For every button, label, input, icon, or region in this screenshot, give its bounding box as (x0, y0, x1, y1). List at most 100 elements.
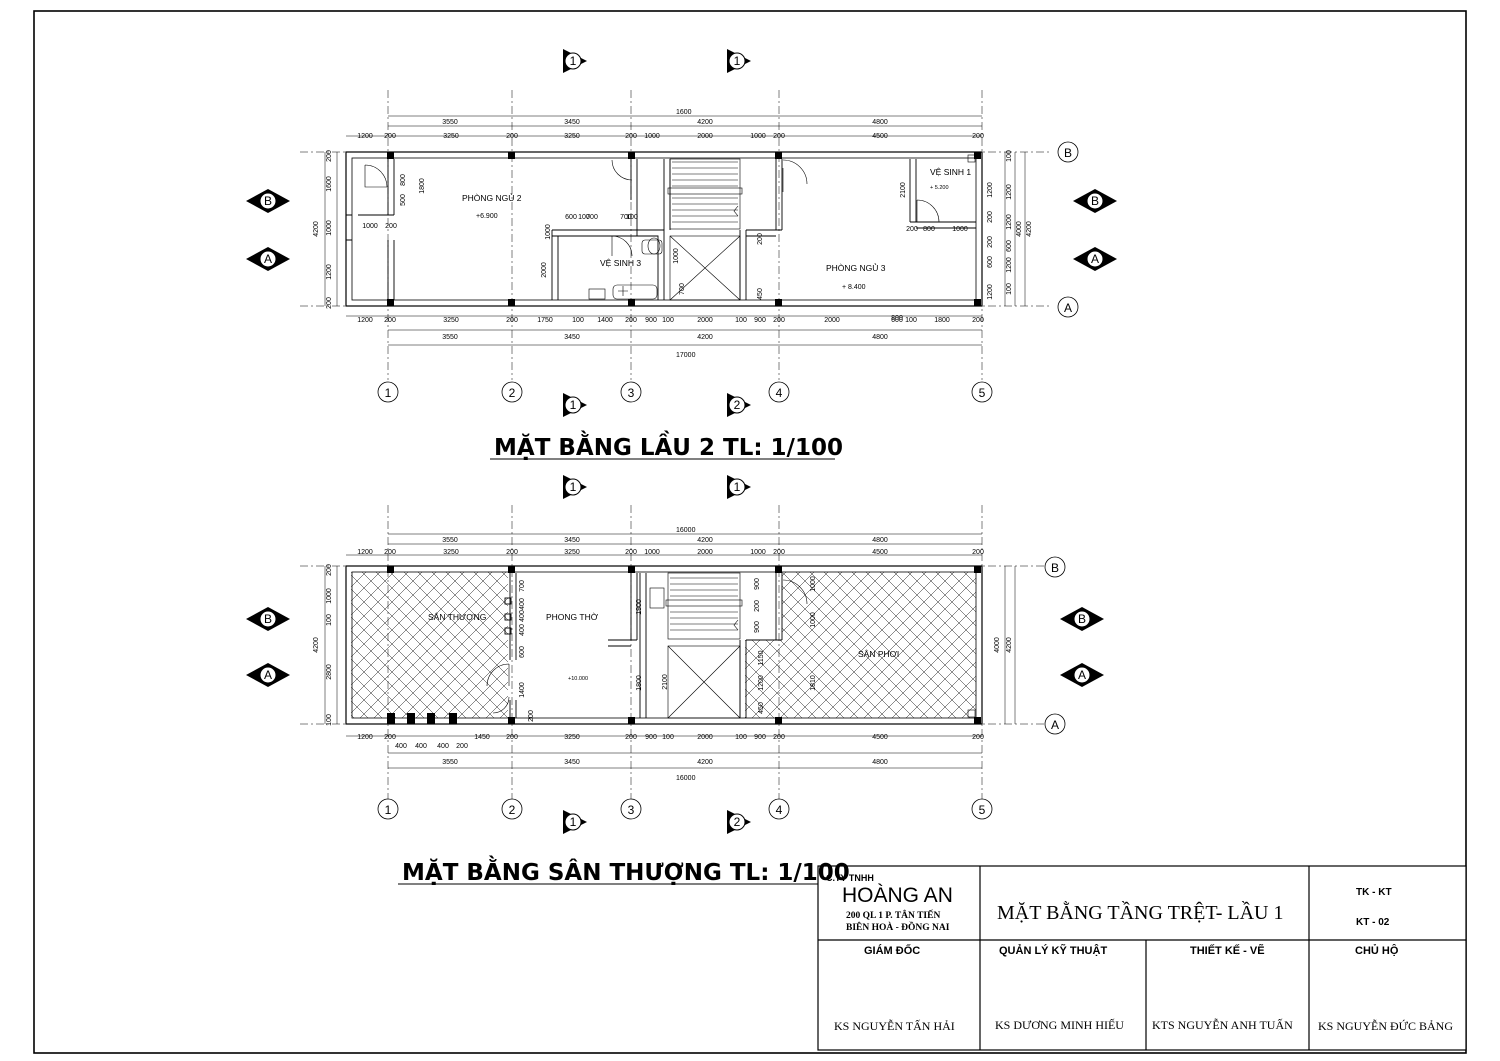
floor-level: +6.900 (476, 213, 498, 220)
structural-columns (387, 152, 981, 306)
dimension-value: 700 (519, 580, 526, 592)
dimension-value: 100 (326, 614, 333, 626)
dimension-value: 900 (645, 734, 657, 741)
dimension-value: 4200 (697, 119, 713, 126)
dimension-value: 200 (326, 297, 333, 309)
dimension-value: 200 (972, 549, 984, 556)
axis-bubble-row-B (1044, 556, 1066, 578)
dimension-value: 3450 (564, 334, 580, 341)
axis-bubble-col-5-label: 5 (979, 803, 986, 817)
dimension-value: 800 (923, 226, 935, 233)
section-marker-label: A (264, 252, 272, 266)
dimension-value: 4200 (313, 637, 320, 653)
dimension-value: 100 (626, 214, 638, 221)
dimension-value: 600 (519, 646, 526, 658)
dimension-value: 1400 (519, 682, 526, 698)
section-marker-circle (564, 396, 582, 414)
dimension-value: 800 (400, 174, 407, 186)
dimension-value: 4200 (1006, 637, 1013, 653)
room-label: SÂN THƯỢNG (428, 612, 486, 622)
axis-bubble-col-1 (377, 381, 399, 403)
floor-level: + 5.200 (930, 185, 949, 191)
section-marker-label: B (264, 194, 272, 208)
axis-bubble-col-5 (971, 381, 993, 403)
room-label: VỆ SINH 3 (600, 258, 641, 268)
section-marker-circle (1086, 250, 1104, 268)
section-marker-label: A (1091, 252, 1099, 266)
dimension-value: 200 (773, 317, 785, 324)
axis-bubble-col-2-label: 2 (509, 803, 516, 817)
dimension-value: 200 (773, 734, 785, 741)
dimension-value: 900 (754, 621, 761, 633)
dimension-value: 2000 (697, 549, 713, 556)
dimension-value: 2800 (326, 664, 333, 680)
section-marker-circle (564, 813, 582, 831)
company-address-1: 200 QL 1 P. TÂN TIẾN (846, 908, 940, 921)
dimension-value: 200 (773, 133, 785, 140)
dimension-value: 4800 (872, 759, 888, 766)
dimension-value: 1000 (750, 549, 766, 556)
section-marker-circle (259, 666, 277, 684)
floor-level: + 8.400 (842, 284, 866, 291)
dimension-value: 100 (905, 317, 917, 324)
dimension-value: 1200 (357, 317, 373, 324)
section-marker-circle (259, 610, 277, 628)
dimension-value: 200 (625, 133, 637, 140)
dimension-value: 1000 (644, 133, 660, 140)
dimension-value: 200 (625, 317, 637, 324)
dimension-value: 200 (506, 317, 518, 324)
name-thiet-ke: KTS NGUYỄN ANH TUẤN (1152, 1017, 1293, 1032)
dimension-value: 3550 (442, 334, 458, 341)
dimension-value: 400 (437, 743, 449, 750)
section-marker-circle (728, 52, 746, 70)
dimension-value: 600 (987, 256, 994, 268)
overall-dimension: 16000 (676, 527, 696, 534)
axis-bubble-col-5-label: 5 (979, 386, 986, 400)
hatch-san-phoi (782, 572, 976, 718)
dimension-value: 200 (972, 734, 984, 741)
dimension-value: 4800 (872, 537, 888, 544)
dimension-value: 1200 (1006, 184, 1013, 200)
dimension-value: 4500 (872, 133, 888, 140)
room-label: SÂN PHƠI (858, 649, 899, 659)
dimension-value: 900 (754, 317, 766, 324)
axis-bubble-col-4-label: 4 (776, 803, 783, 817)
dimension-value: 200 (384, 133, 396, 140)
dimension-value: 200 (528, 710, 535, 722)
dimension-value: 1000 (326, 220, 333, 236)
dimension-value: 3450 (564, 119, 580, 126)
dimension-value: 1200 (357, 549, 373, 556)
dimension-value: 2000 (697, 734, 713, 741)
dimension-value: 200 (987, 236, 994, 248)
dimension-value: 900 (645, 317, 657, 324)
axis-bubble-col-4 (768, 381, 790, 403)
dimension-value: 900 (754, 578, 761, 590)
dimension-value: 1450 (474, 734, 490, 741)
bathroom-fixtures (588, 154, 976, 300)
dimension-value: 700 (620, 214, 632, 221)
dimension-value: 1800 (636, 675, 643, 691)
floor-level: +10.000 (568, 676, 588, 682)
dimension-value: 450 (757, 288, 764, 300)
door-swings (364, 159, 940, 257)
dimension-value: 3250 (443, 317, 459, 324)
dimension-value: 200 (326, 150, 333, 162)
plan-san-thuong (300, 505, 1050, 800)
dimension-value: 1200 (1006, 257, 1013, 273)
dimension-value: 100 (572, 317, 584, 324)
axis-bubble-col-3-label: 3 (628, 386, 635, 400)
dimension-value: 3550 (442, 537, 458, 544)
section-marker-label: B (264, 612, 272, 626)
room-label: PHÒNG NGỦ 3 (826, 262, 886, 273)
dimension-value: 100 (662, 734, 674, 741)
dimension-value: 600 (565, 214, 577, 221)
dimension-lines (300, 90, 1050, 380)
role-thiet-ke: THIẾT KẾ - VẼ (1190, 944, 1265, 957)
dimension-value: 1800 (934, 317, 950, 324)
drawing-title: MẶT BẰNG TẦNG TRỆT- LẦU 1 (997, 900, 1284, 924)
dimension-value: 700 (679, 283, 686, 295)
dimension-value: 200 (757, 233, 764, 245)
dimension-value: 200 (384, 317, 396, 324)
dimension-value: 2000 (697, 133, 713, 140)
